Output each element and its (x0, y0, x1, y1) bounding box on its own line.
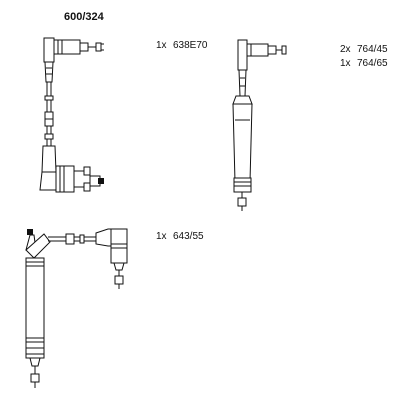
lead-638e70-terminal-bottom (98, 178, 104, 184)
label-part-643-55: 643/55 (173, 231, 204, 242)
lead-643-55-right-boot (110, 228, 128, 264)
lead-643-55-terminal-bottom (30, 373, 40, 383)
label-part-764-65: 764/65 (357, 58, 388, 69)
boot-764-cap (237, 39, 248, 71)
boot-764-terminal-bottom (237, 197, 247, 207)
label-qty-638e70: 1x (156, 40, 167, 51)
kit-number: 600/324 (64, 11, 104, 23)
boot-764-body (232, 103, 253, 183)
lead-643-55-terminal-right (114, 275, 124, 285)
lead-643-55 (25, 228, 128, 388)
lead-638e70 (39, 37, 104, 193)
label-part-638e70: 638E70 (173, 40, 208, 51)
lead-638e70-bottom-boot (41, 145, 57, 173)
boot-764-terminal-top (281, 45, 287, 55)
lead-638e70-top-boot (43, 37, 55, 63)
lead-638e70-terminal-top (95, 42, 102, 52)
label-qty-643-55: 1x (156, 231, 167, 242)
label-qty-764-45: 2x (340, 44, 351, 55)
lead-643-55-elbow (25, 233, 51, 259)
label-qty-764-65: 1x (340, 58, 351, 69)
lead-643-55-boot (25, 257, 45, 339)
label-part-764-45: 764/45 (357, 44, 388, 55)
boot-764 (232, 39, 287, 211)
